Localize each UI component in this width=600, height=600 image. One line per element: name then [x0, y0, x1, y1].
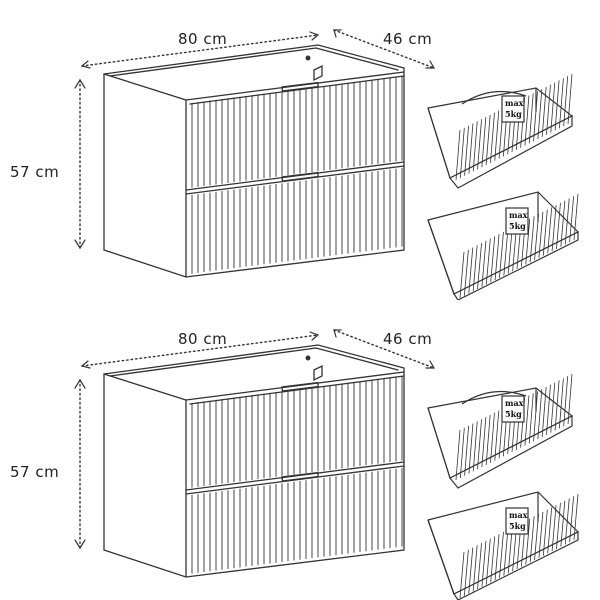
weight-icon: [505, 507, 529, 535]
svg-text:max: max: [505, 98, 524, 108]
depth-label: 46 cm: [383, 30, 433, 48]
svg-text:5kg: 5kg: [505, 109, 522, 119]
height-label: 57 cm: [10, 463, 60, 481]
width-label: 80 cm: [178, 30, 228, 48]
cabinet-body: [103, 44, 405, 278]
svg-text:5kg: 5kg: [505, 409, 522, 419]
depth-label: 46 cm: [383, 330, 433, 348]
depth-dimension-line: [333, 329, 435, 369]
drawer-fronts-flutes: [191, 375, 403, 574]
open-drawer-illustration: max 5kg: [427, 491, 580, 600]
height-label: 57 cm: [10, 163, 60, 181]
width-dimension-line: [81, 334, 319, 367]
cabinet-diagram: max 5kg max 5kg: [74, 329, 580, 600]
open-drawer-illustration: max 5kg: [427, 373, 574, 489]
width-dimension-line: [81, 34, 319, 67]
drawer-fronts-flutes: [191, 75, 403, 274]
weight-icon: [505, 207, 529, 235]
open-drawer-illustration: max 5kg: [427, 73, 574, 189]
width-label: 80 cm: [178, 330, 228, 348]
svg-text:5kg: 5kg: [509, 521, 526, 531]
weight-icon: [501, 95, 525, 123]
svg-text:5kg: 5kg: [509, 221, 526, 231]
diagram-panel-bottom: max 5kg max 5kg 80 cm 46 cm 57 cm: [0, 300, 600, 600]
svg-text:max: max: [509, 510, 528, 520]
open-drawer-illustration: max 5kg: [427, 191, 580, 300]
depth-dimension-line: [333, 29, 435, 69]
cabinet-diagram: max 5kg max 5kg: [74, 29, 580, 300]
weight-icon: [501, 395, 525, 423]
svg-text:max: max: [505, 398, 524, 408]
svg-text:max: max: [509, 210, 528, 220]
cabinet-body: [103, 344, 405, 578]
diagram-panel-top: max 5kg max 5kg 80 cm 46 cm 57 cm: [10, 29, 580, 300]
